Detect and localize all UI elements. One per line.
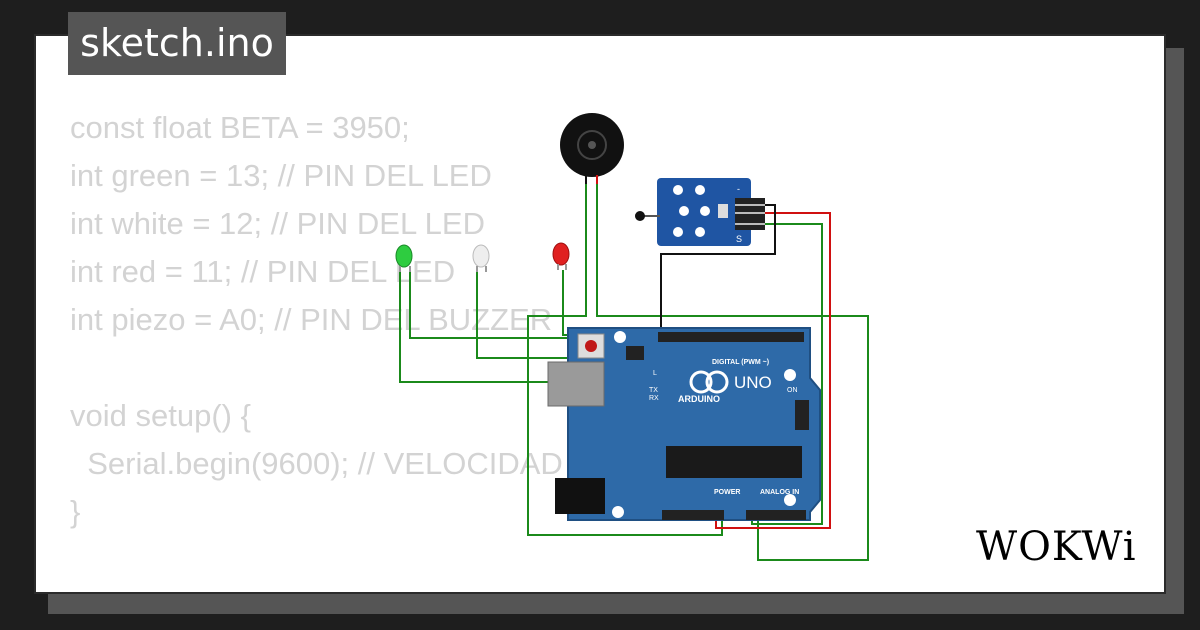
wire-sensor-vcc: [715, 212, 831, 529]
wire-buzzer-signal: [596, 182, 869, 561]
wire-sensor-gnd: [660, 204, 776, 338]
code-line: void setup() {: [70, 398, 251, 433]
wire-buzzer-gnd: [527, 182, 723, 536]
reset-button-cap[interactable]: [585, 340, 597, 352]
wire-led-gnd: [409, 272, 570, 339]
on-label: ON: [787, 387, 798, 394]
board-model: UNO: [734, 373, 772, 392]
wokwi-logo: WOKWi: [976, 524, 1137, 570]
l-label: L: [653, 370, 657, 377]
analog-header: [746, 510, 806, 520]
file-tab[interactable]: sketch.ino: [68, 12, 286, 75]
rx-label: RX: [649, 395, 659, 402]
digital-label: DIGITAL (PWM ~): [712, 359, 769, 366]
led-green[interactable]: [395, 244, 413, 272]
power-header: [662, 510, 724, 520]
arduino-logo-icon: [689, 370, 713, 394]
sensor-signal-label: S: [736, 234, 742, 244]
led-red[interactable]: [552, 242, 570, 270]
code-line: int white = 12; // PIN DEL LED: [70, 206, 485, 241]
code-line: Serial.begin(9600); // VELOCIDAD: [70, 446, 563, 481]
digital-header: [658, 332, 804, 342]
arduino-board[interactable]: UNO ARDUINO DIGITAL (PWM ~) POWER ANALOG…: [547, 327, 821, 521]
piezo-buzzer[interactable]: [560, 113, 624, 184]
sensor-minus-label: -: [737, 184, 740, 194]
thermistor-icon: [635, 211, 645, 221]
analog-label: ANALOG IN: [760, 489, 799, 496]
wire-red-led: [562, 270, 655, 336]
tx-label: TX: [649, 387, 658, 394]
ntc-sensor-module[interactable]: - S: [635, 178, 765, 246]
code-line: void loop() {: [70, 584, 563, 592]
microcontroller-chip: [666, 446, 802, 478]
led-white[interactable]: [472, 244, 490, 272]
code-line: const float BETA = 3950;: [70, 110, 410, 145]
power-jack: [555, 478, 605, 514]
board-brand: ARDUINO: [678, 394, 720, 404]
usb-port: [547, 361, 605, 407]
code-line: int green = 13; // PIN DEL LED: [70, 158, 492, 193]
code-line: }: [70, 494, 81, 529]
code-line: int red = 11; // PIN DEL LED: [70, 254, 456, 289]
power-label: POWER: [714, 489, 740, 496]
